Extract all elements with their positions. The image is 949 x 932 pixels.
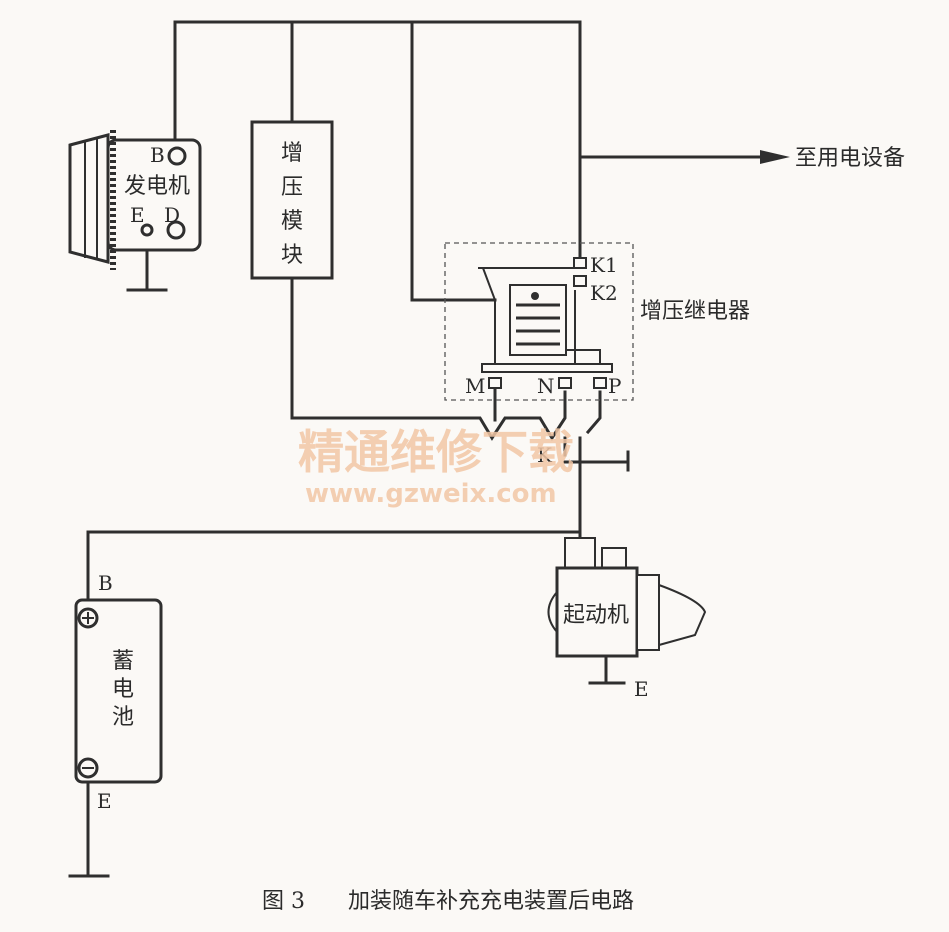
boost-module: 增 压 模 块 (250, 120, 334, 280)
generator-b-label: B (150, 143, 165, 167)
relay-m-label: M (465, 374, 485, 398)
starter-name: 起动机 (563, 603, 629, 628)
generator-name: 发电机 (124, 174, 190, 199)
relay-p-lead (585, 390, 602, 435)
battery: B 蓄 电 池 E (74, 571, 163, 813)
battery-char: 蓄 (112, 649, 134, 674)
battery-box (74, 598, 163, 784)
figure-caption: 加装随车补充充电装置后电路 (348, 889, 634, 914)
generator: B 发电机 E D (68, 130, 202, 270)
boost-module-box (250, 120, 334, 280)
starter-nose-icon (658, 583, 707, 647)
coil-feed-wire (410, 20, 497, 302)
boost-module-char: 增 (281, 141, 303, 166)
battery-b-label: B (98, 571, 113, 595)
relay-p-terminal-icon (593, 377, 607, 389)
battery-char: 电 (112, 677, 134, 702)
relay-k2-terminal-icon (573, 275, 587, 287)
generator-d-terminal-icon (166, 220, 186, 240)
figure-number: 图 3 (262, 889, 305, 914)
boost-module-char: 压 (281, 175, 303, 200)
relay-base (481, 363, 613, 373)
generator-d-label: D (164, 203, 180, 227)
boost-module-char: 模 (281, 209, 303, 234)
relay-name: 增压继电器 (640, 299, 750, 324)
switch-k-label: K (537, 443, 553, 467)
generator-e-terminal-icon (140, 223, 154, 237)
relay-n-terminal-icon (558, 377, 572, 389)
starter-motor: 起动机 E (547, 537, 707, 701)
relay-k1-terminal-icon (573, 257, 587, 269)
relay-coil-housing (509, 284, 567, 356)
relay-dashed-border (444, 242, 634, 401)
generator-pulley-icon (68, 133, 110, 264)
relay-k1-label: K1 (590, 253, 618, 277)
wiring (68, 20, 790, 878)
relay-coil-lead (482, 267, 496, 368)
battery-char: 池 (112, 705, 134, 730)
generator-e-label: E (130, 203, 145, 227)
relay-coil-icon (516, 303, 560, 346)
generator-b-terminal-icon (167, 146, 187, 166)
boost-relay: K1 K2 M N P 增压继电器 (444, 242, 750, 401)
starter-solenoid-cap (564, 537, 596, 569)
output-arrow-icon (760, 150, 790, 164)
starter-end-cap (547, 591, 558, 633)
boost-module-char: 块 (281, 243, 303, 268)
relay-coil-dot (531, 292, 539, 300)
relay-n-label: N (537, 374, 555, 398)
relay-p-internal (566, 349, 601, 368)
relay-m-terminal-icon (488, 377, 502, 389)
watermark-main: 精通维修下载 (298, 425, 574, 479)
battery-e-label: E (97, 789, 112, 813)
battery-starter-wire (86, 530, 582, 602)
output-label: 至用电设备 (795, 146, 905, 171)
module-bottom-wire (290, 276, 567, 441)
starter-drive-housing (636, 574, 660, 651)
starter-e-label: E (634, 677, 649, 701)
watermark-url: www.gzweix.com (305, 479, 557, 509)
relay-k2-label: K2 (590, 281, 618, 305)
relay-p-label: P (608, 374, 621, 398)
